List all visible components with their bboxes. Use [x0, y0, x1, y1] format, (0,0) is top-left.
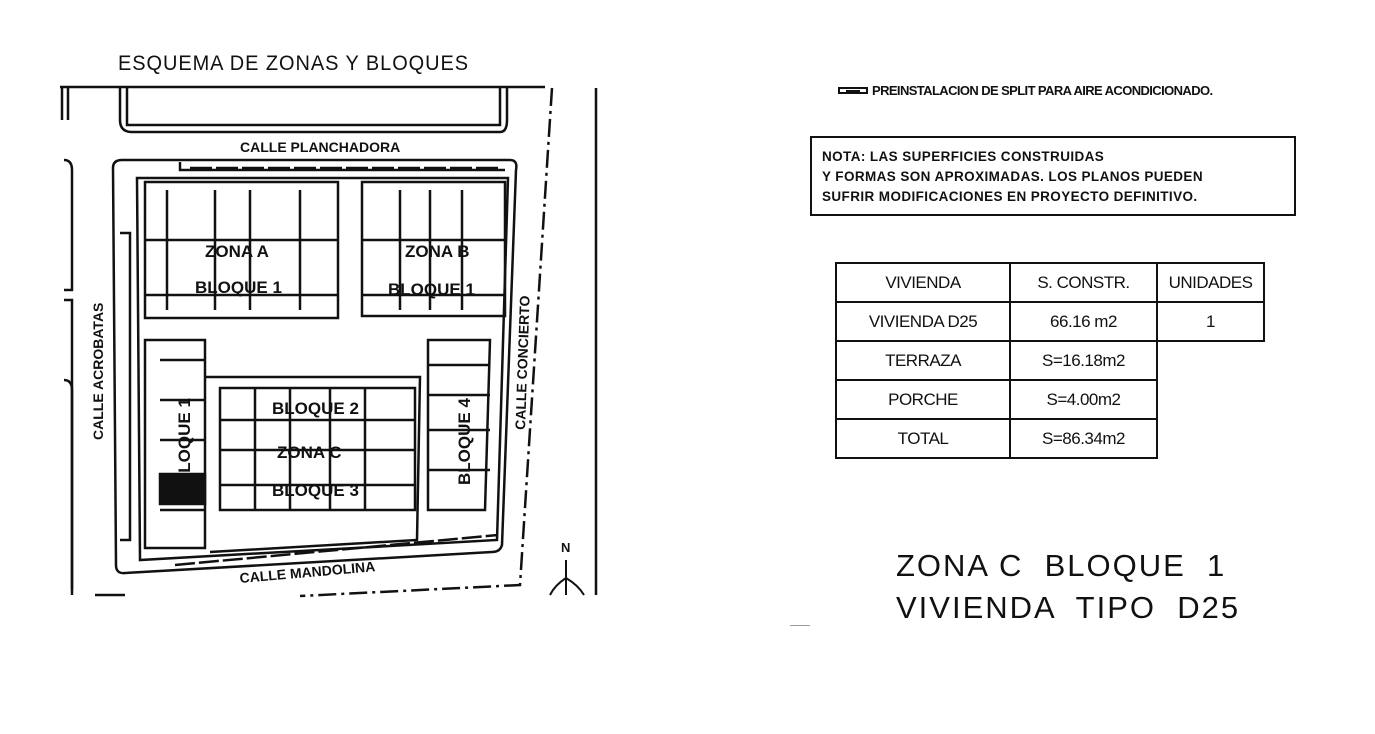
heading-line-2: VIVIENDA TIPO D25 — [896, 590, 1241, 625]
table-cell: PORCHE — [835, 379, 1011, 420]
table-header: VIVIENDA — [835, 262, 1011, 303]
table-header: S. CONSTR. — [1009, 262, 1158, 303]
table-row: VIVIENDA D25 66.16 m2 1 — [835, 301, 1265, 342]
site-plan: CALLE PLANCHADORA CALLE ACROBATAS CALLE … — [60, 85, 598, 598]
north-label: N — [561, 540, 570, 555]
note-line: NOTA: LAS SUPERFICIES CONSTRUIDAS — [822, 149, 1105, 164]
plan-title: ESQUEMA DE ZONAS Y BLOQUES — [118, 52, 470, 75]
legend: PREINSTALACION DE SPLIT PARA AIRE ACONDI… — [838, 83, 1213, 98]
table-row: PORCHE S=4.00m2 — [835, 379, 1264, 420]
zone-c-block3-label: BLOQUE 3 — [272, 481, 359, 500]
table-cell: TOTAL — [835, 418, 1011, 459]
plan-lines — [60, 85, 598, 598]
street-west-label: CALLE ACROBATAS — [90, 303, 106, 440]
north-arrow-icon — [549, 560, 585, 596]
surface-table: VIVIENDA S. CONSTR. UNIDADES VIVIENDA D2… — [835, 262, 1265, 459]
zone-c-label: ZONA C — [277, 443, 342, 462]
street-north-label: CALLE PLANCHADORA — [240, 139, 400, 155]
table-cell: 66.16 m2 — [1009, 301, 1158, 342]
zone-b-label: ZONA B — [405, 242, 470, 261]
note-box: NOTA: LAS SUPERFICIES CONSTRUIDAS Y FORM… — [810, 136, 1296, 216]
zone-c-block4-label: BLOQUE 4 — [455, 398, 474, 485]
note-line: SUFRIR MODIFICACIONES EN PROYECTO DEFINI… — [822, 189, 1198, 204]
note-line: Y FORMAS SON APROXIMADAS. LOS PLANOS PUE… — [822, 169, 1203, 184]
table-header-row: VIVIENDA S. CONSTR. UNIDADES — [835, 262, 1265, 303]
table-row: TOTAL S=86.34m2 — [835, 418, 1264, 459]
highlighted-dwelling — [158, 472, 207, 506]
table-cell: VIVIENDA D25 — [835, 301, 1011, 342]
table-cell: S=86.34m2 — [1009, 418, 1158, 459]
split-unit-symbol-icon — [838, 87, 868, 94]
table-cell: TERRAZA — [835, 340, 1011, 381]
divider — [790, 625, 810, 626]
table-cell: S=4.00m2 — [1009, 379, 1158, 420]
legend-text: PREINSTALACION DE SPLIT PARA AIRE ACONDI… — [872, 83, 1213, 98]
heading-line-1: ZONA C BLOQUE 1 — [896, 548, 1227, 583]
table-row: TERRAZA S=16.18m2 — [835, 340, 1264, 381]
street-east-label: CALLE CONCIERTO — [512, 295, 533, 430]
zone-a-block-label: BLOQUE 1 — [195, 278, 282, 297]
zone-a-label: ZONA A — [205, 242, 269, 261]
zone-b-block-label: BLOQUE 1 — [388, 280, 475, 299]
zone-c-block1-label: BLOQUE 1 — [175, 398, 194, 485]
zone-c-block2-label: BLOQUE 2 — [272, 399, 359, 418]
table-cell: 1 — [1156, 301, 1265, 342]
table-cell: S=16.18m2 — [1009, 340, 1158, 381]
table-header: UNIDADES — [1156, 262, 1265, 303]
